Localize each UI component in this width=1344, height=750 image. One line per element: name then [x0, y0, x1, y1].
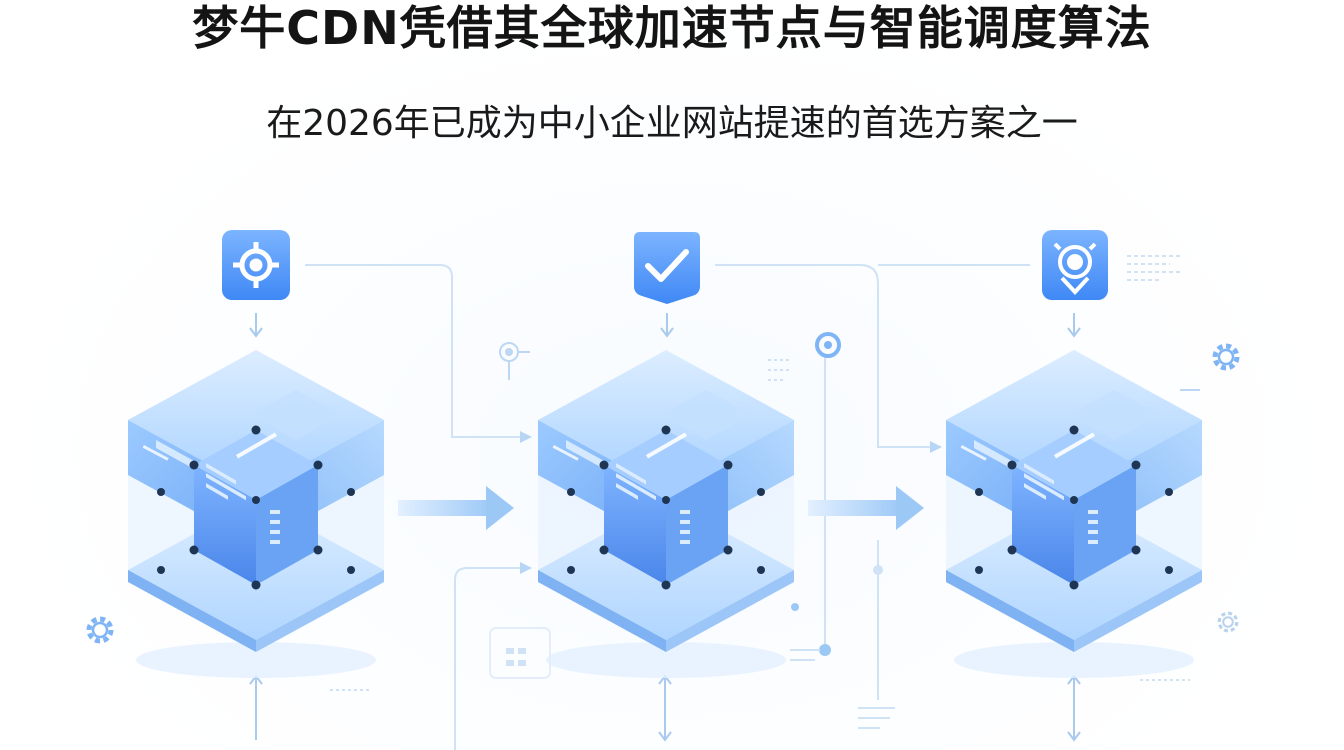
page-subtitle: 在2026年已成为中小企业网站提速的首选方案之一: [266, 103, 1078, 144]
badge-node-2: [634, 232, 700, 304]
bottom-arrows: [249, 674, 1081, 742]
grid-icon: [506, 648, 526, 666]
target-icon: [233, 242, 279, 288]
gear-icon: [1217, 611, 1239, 633]
server-node-1: [128, 350, 384, 678]
page-title: 梦牛CDN凭借其全球加速节点与智能调度算法: [192, 1, 1152, 55]
flow-arrow-1: [398, 486, 514, 530]
badge-node-3: [1042, 230, 1108, 300]
gear-icon: [89, 619, 111, 641]
check-icon: [645, 249, 689, 282]
badge-node-1: [222, 230, 290, 300]
server-node-3: [946, 350, 1202, 678]
badge-arrows: [249, 313, 1081, 338]
flow-arrow-2: [808, 486, 924, 530]
gear-icon: [1215, 346, 1237, 368]
node-dot: [815, 332, 841, 358]
line-arrowheads: [520, 431, 942, 574]
decorations: [499, 342, 1200, 391]
radar-icon: [1053, 242, 1097, 295]
decor-lines: [330, 255, 1190, 729]
server-node-2: [538, 350, 794, 678]
